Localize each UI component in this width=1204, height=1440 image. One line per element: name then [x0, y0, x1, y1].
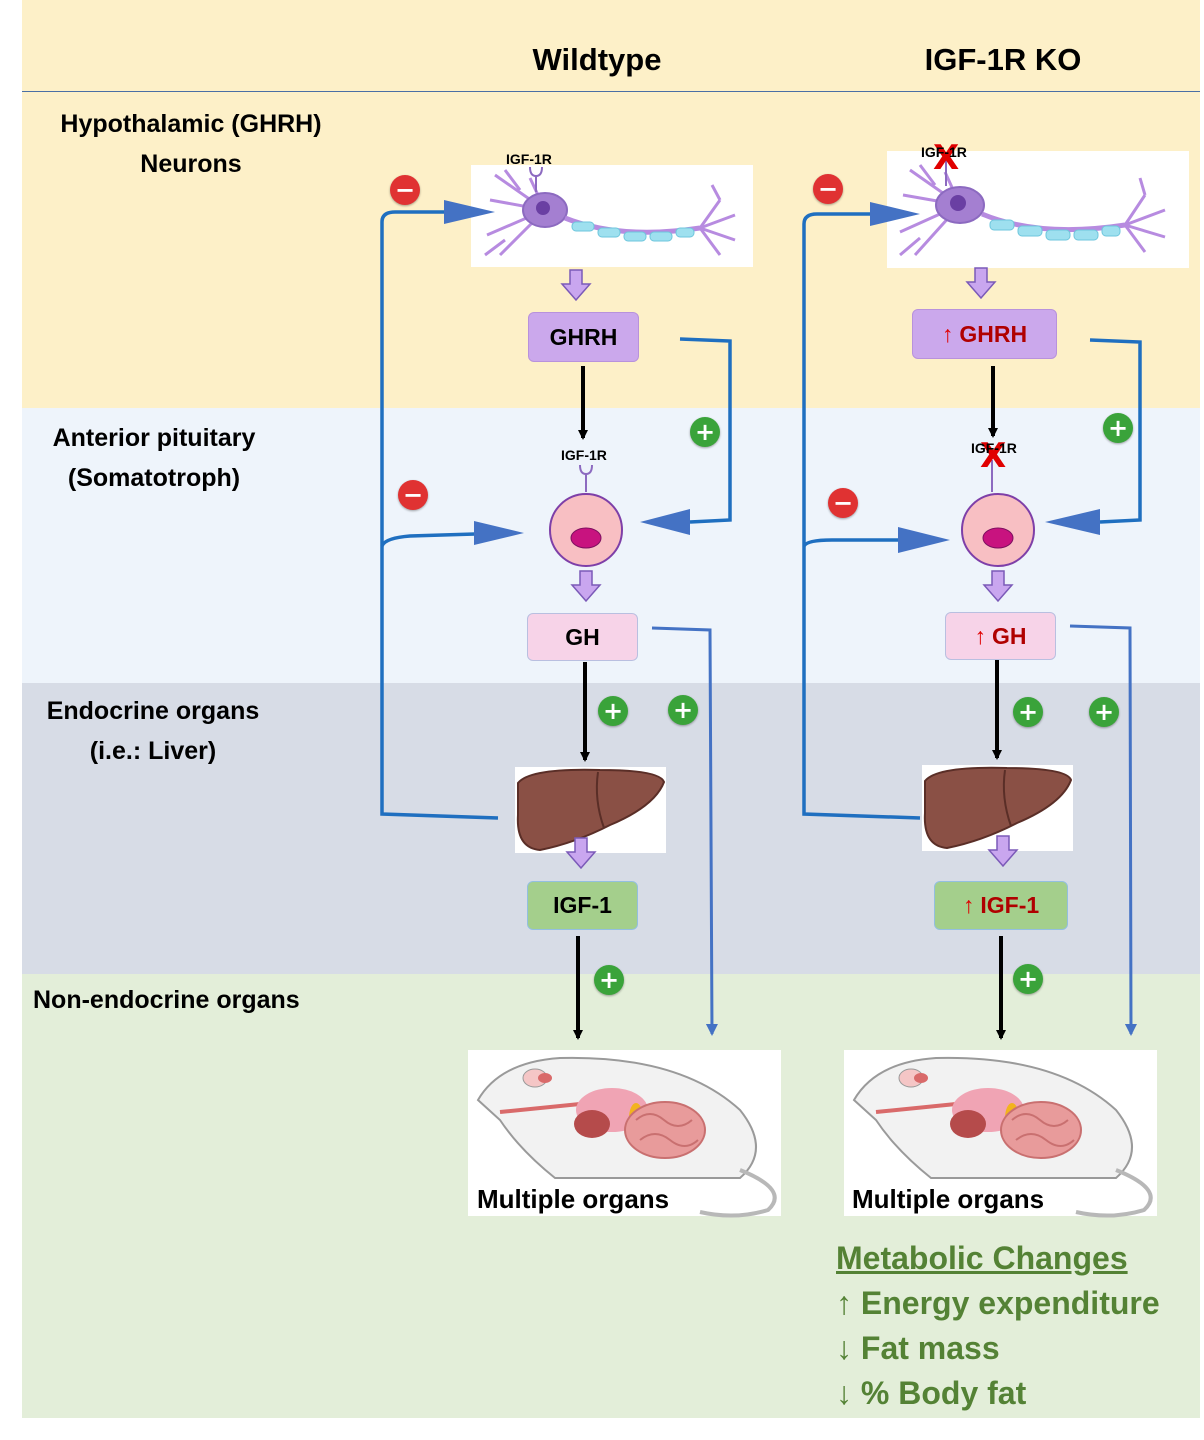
ko-igf1-up-arrow-icon: ↑ — [962, 892, 975, 918]
row-label-pituitary-line1: Anterior pituitary — [52, 424, 256, 452]
wildtype-neuron-receptor-label: IGF-1R — [506, 151, 552, 167]
ko-neuron-receptor-knockout-icon: X — [933, 138, 960, 178]
wildtype-igf1-box: IGF-1 — [527, 881, 638, 930]
wildtype-gh-box: GH — [527, 613, 638, 661]
wildtype-igf1-label: IGF-1 — [553, 892, 612, 918]
wildtype-ghrh-positive-sign: + — [690, 417, 720, 447]
ko-gh-box: ↑ GH — [945, 612, 1056, 660]
row-label-endocrine: Endocrine organs (i.e.: Liver) — [34, 691, 272, 771]
wildtype-organs-caption: Multiple organs — [477, 1184, 670, 1214]
metabolic-item: ↑ Energy expenditure — [836, 1285, 1160, 1322]
wildtype-gh-direct-positive-sign: + — [668, 695, 698, 725]
metabolic-item: ↓ Fat mass — [836, 1330, 1000, 1367]
wildtype-ghrh-box: GHRH — [528, 312, 639, 362]
ko-organs-caption: Multiple organs — [852, 1184, 1045, 1214]
ko-ghrh-box: ↑ GHRH — [912, 309, 1057, 359]
row-label-pituitary: Anterior pituitary (Somatotroph) — [34, 418, 274, 498]
row-label-hypothalamic-line1: Hypothalamic (GHRH) — [60, 110, 322, 138]
ko-neuron-negative-sign: − — [813, 174, 843, 204]
metabolic-changes-title: Metabolic Changes — [836, 1240, 1128, 1276]
row-label-hypothalamic: Hypothalamic (GHRH) Neurons — [36, 104, 346, 184]
ko-ghrh-up-arrow-icon: ↑ — [941, 320, 954, 347]
wildtype-gh-liver-positive-sign: + — [598, 696, 628, 726]
row-label-endocrine-line1: Endocrine organs — [46, 697, 260, 725]
ko-liver-panel — [922, 765, 1073, 851]
wildtype-gh-label: GH — [565, 623, 600, 650]
metabolic-item-text: Energy expenditure — [860, 1285, 1160, 1321]
row-label-non-endocrine: Non-endocrine organs — [33, 986, 300, 1014]
wildtype-liver-panel — [515, 767, 666, 853]
ko-neuron-receptor-label: IGF-1R — [921, 144, 967, 160]
ko-ghrh-positive-sign: + — [1103, 413, 1133, 443]
ko-pituitary-negative-sign: − — [828, 488, 858, 518]
ko-gh-liver-positive-sign: + — [1013, 697, 1043, 727]
ko-gh-label: GH — [992, 622, 1027, 649]
ko-igf1-positive-sign: + — [1013, 964, 1043, 994]
ko-ghrh-label: GHRH — [959, 320, 1028, 347]
metabolic-item-text: % Body fat — [860, 1375, 1027, 1411]
down-arrow-icon: ↓ — [836, 1330, 852, 1366]
metabolic-item-text: Fat mass — [860, 1330, 1000, 1366]
ko-igf1-box: ↑ IGF-1 — [934, 881, 1068, 930]
ko-gh-direct-positive-sign: + — [1089, 697, 1119, 727]
ko-somatotroph-receptor-label: IGF-1R — [971, 440, 1017, 456]
wildtype-neuron-negative-sign: − — [390, 175, 420, 205]
ko-igf1-label: IGF-1 — [980, 892, 1040, 918]
row-label-endocrine-line2: (i.e.: Liver) — [89, 737, 217, 765]
wildtype-pituitary-negative-sign: − — [398, 480, 428, 510]
ko-gh-up-arrow-icon: ↑ — [974, 622, 987, 649]
ko-column-title: IGF-1R KO — [924, 42, 1082, 77]
metabolic-item: ↓ % Body fat — [836, 1375, 1026, 1412]
row-label-hypothalamic-line2: Neurons — [140, 150, 242, 178]
wildtype-somatotroph-receptor-label: IGF-1R — [561, 447, 607, 463]
wildtype-ghrh-label: GHRH — [549, 323, 618, 350]
wildtype-igf1-positive-sign: + — [594, 965, 624, 995]
down-arrow-icon: ↓ — [836, 1375, 852, 1411]
row-label-pituitary-line2: (Somatotroph) — [67, 464, 241, 492]
ko-somatotroph-receptor-knockout-icon: X — [980, 436, 1007, 476]
up-arrow-icon: ↑ — [836, 1285, 852, 1321]
wildtype-neuron-panel — [471, 165, 753, 267]
header-divider — [22, 91, 1200, 92]
wildtype-column-title: Wildtype — [532, 42, 662, 77]
